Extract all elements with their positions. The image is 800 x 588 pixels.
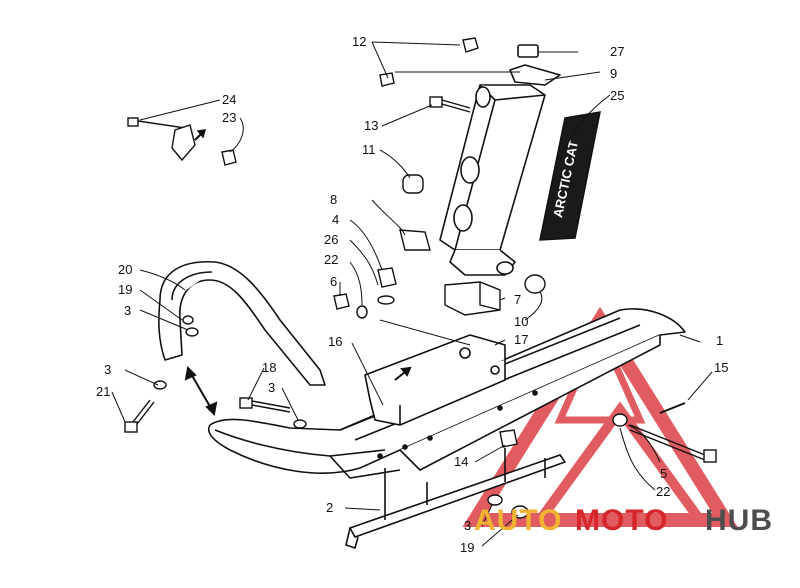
callout-3-mid: 3	[268, 380, 275, 395]
callout-17: 17	[514, 332, 528, 347]
leader-lines	[111, 41, 713, 547]
bumper-23-24	[127, 117, 237, 166]
callout-3-loop: 3	[124, 303, 131, 318]
callouts: 1 2 3 3 3 3 4 5 6 7 8 9 10 11 12 13 14 1…	[96, 34, 728, 555]
callout-24: 24	[222, 92, 236, 107]
callout-22-lower: 22	[656, 484, 670, 499]
callout-18: 18	[262, 360, 276, 375]
direction-arrow-saddle	[394, 366, 412, 381]
nut-4	[377, 267, 397, 288]
callout-27: 27	[610, 44, 624, 59]
nut-top	[379, 37, 479, 87]
callout-8: 8	[330, 192, 337, 207]
watermark-moto: MOTO	[575, 504, 668, 537]
washer-26	[356, 305, 368, 319]
callout-2: 2	[326, 500, 333, 515]
nut-6	[333, 293, 350, 310]
bolt-18	[239, 397, 307, 429]
callout-7: 7	[514, 292, 521, 307]
callout-5: 5	[660, 466, 667, 481]
watermark-text: AUTO MOTO HUB	[474, 504, 773, 537]
callout-19-loop: 19	[118, 282, 132, 297]
callout-13: 13	[364, 118, 378, 133]
decal: ARCTIC CAT	[539, 111, 601, 241]
callout-14: 14	[454, 454, 468, 469]
washer-22	[377, 295, 395, 305]
callout-1: 1	[716, 333, 723, 348]
ski-loop	[158, 260, 326, 386]
bushing-11	[402, 174, 424, 194]
nut-19-lower	[511, 505, 529, 519]
callout-4: 4	[332, 212, 339, 227]
callout-6: 6	[330, 274, 337, 289]
callout-3-lower: 3	[464, 518, 471, 533]
callout-19-lower: 19	[460, 540, 474, 555]
ski-saddle	[364, 334, 506, 426]
double-arrow	[184, 365, 218, 417]
callout-21: 21	[96, 384, 110, 399]
bolt-21	[124, 315, 199, 433]
callout-9: 9	[610, 66, 617, 81]
callout-26: 26	[324, 232, 338, 247]
callout-22-upper: 22	[324, 252, 338, 267]
washer-3-lower	[487, 494, 503, 506]
callout-10: 10	[514, 314, 528, 329]
callout-25: 25	[610, 88, 624, 103]
bushing-8	[399, 229, 431, 251]
watermark-hub: HUB	[705, 504, 773, 537]
wear-bar	[345, 448, 567, 550]
callout-3-left: 3	[104, 362, 111, 377]
callout-23: 23	[222, 110, 236, 125]
callout-20: 20	[118, 262, 132, 277]
bolt-13	[429, 96, 471, 113]
callout-11: 11	[362, 142, 376, 157]
bushing-10	[524, 274, 546, 294]
callout-12: 12	[352, 34, 366, 49]
callout-16: 16	[328, 334, 342, 349]
watermark-auto: AUTO	[474, 504, 562, 537]
callout-15: 15	[714, 360, 728, 375]
damper-7	[444, 281, 501, 316]
nut-14	[499, 429, 518, 448]
